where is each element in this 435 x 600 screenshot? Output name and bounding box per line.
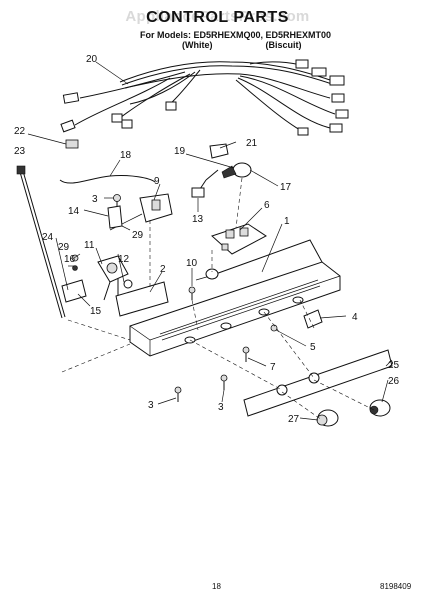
callout-23: 23: [14, 146, 26, 157]
selector-switch: [211, 223, 267, 255]
screw: [188, 286, 196, 300]
control-knob: [316, 409, 339, 427]
screw: [220, 374, 228, 390]
callout-6: 6: [264, 200, 270, 211]
bracket: [107, 205, 123, 229]
callout-20: 20: [86, 54, 98, 65]
callout-13: 13: [192, 214, 204, 225]
control-rod: [16, 165, 66, 319]
callout-17: 17: [280, 182, 292, 193]
callout-29: 29: [132, 230, 144, 241]
light-switch: [303, 309, 323, 329]
mounting-bracket: [115, 281, 169, 317]
callout-26: 26: [388, 376, 400, 387]
callout-9: 9: [154, 176, 160, 187]
model-info: For Models: ED5RHEXMQ00, ED5RHEXMT00 (Wh…: [140, 30, 331, 50]
callout-3b: 3: [148, 400, 154, 411]
leader-lines: [27, 61, 393, 421]
callout-15: 15: [90, 306, 102, 317]
callout-11: 11: [84, 240, 95, 251]
callout-4: 4: [352, 312, 358, 323]
control-knob: [369, 399, 391, 417]
page-title: CONTROL PARTS: [146, 9, 289, 26]
bracket: [61, 279, 87, 303]
light-socket: [191, 143, 252, 198]
damper-control: [97, 255, 133, 301]
control-panel: [243, 349, 393, 417]
callout-3: 3: [92, 194, 98, 205]
callout-22: 22: [14, 126, 26, 137]
document-number: 8198409: [380, 582, 412, 591]
screw: [174, 386, 182, 402]
watermark: AppliancePartsPros.com: [125, 8, 310, 25]
callout-21: 21: [246, 138, 258, 149]
assembly-lines: [61, 177, 375, 421]
page-number: 18: [212, 582, 221, 591]
callout-2: 2: [160, 264, 166, 275]
callout-labels: 20 22 23 18 21 19 17 3 9 14 13 6 1 29 11…: [14, 54, 400, 425]
callout-27: 27: [288, 414, 300, 425]
models-label: For Models: ED5RHEXMQ00, ED5RHEXMT00: [140, 30, 332, 40]
white-label: (White): [182, 40, 213, 50]
biscuit-label: (Biscuit): [265, 40, 302, 50]
callout-7: 7: [270, 362, 276, 373]
callout-5: 5: [310, 342, 316, 353]
callout-19: 19: [174, 146, 186, 157]
callout-14: 14: [68, 206, 80, 217]
clip: [65, 139, 79, 149]
callout-18: 18: [120, 150, 132, 161]
screw: [242, 346, 250, 362]
wire-harness: [60, 59, 349, 136]
callout-29b: 29: [58, 242, 70, 253]
heater-tube: [59, 175, 156, 184]
callout-16: 16: [64, 254, 76, 265]
callout-12: 12: [118, 254, 130, 265]
callout-3c: 3: [218, 402, 224, 413]
callout-24: 24: [42, 232, 54, 243]
callout-25: 25: [388, 360, 400, 371]
callout-1: 1: [284, 216, 290, 227]
screw: [72, 265, 78, 271]
callout-10: 10: [186, 258, 198, 269]
